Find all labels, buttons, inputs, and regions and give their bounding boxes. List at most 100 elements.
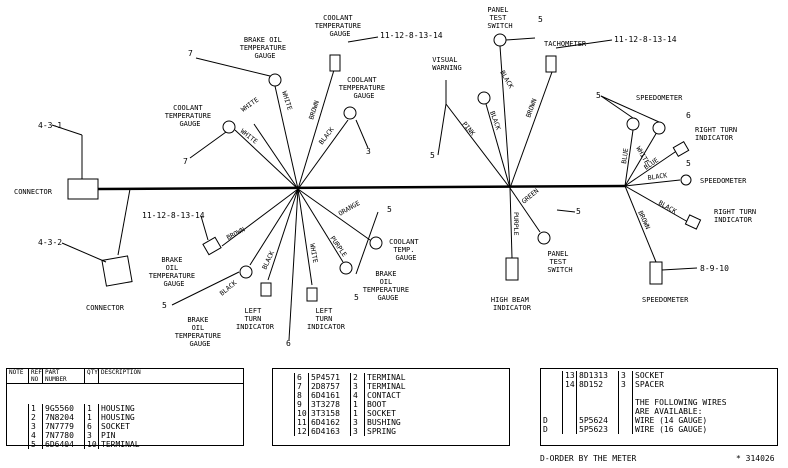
ref-5-speedo-right: 5: [686, 159, 691, 168]
wire-green-1: GREEN: [520, 187, 540, 206]
label-coolant-temp-left: COOLANT TEMPERATURE GAUGE: [165, 104, 216, 128]
ref-6-right-turn: 6: [686, 111, 691, 120]
label-brake-oil-temp-left: BRAKE OIL TEMPERATURE GAUGE: [149, 256, 200, 288]
parts-table-1: NOTE REF NO PART NUMBER QTY DESCRIPTION …: [6, 368, 244, 449]
high-beam-indicator: [505, 257, 519, 281]
label-visual-warning: VISUAL WARNING: [432, 56, 462, 72]
right-junction-branches: [600, 95, 702, 285]
connector-4-3-1: [67, 178, 99, 200]
ref-5-speedo-top: 5: [596, 91, 601, 100]
ref-5-brake-left: 5: [162, 301, 167, 310]
speedometer-top: [626, 117, 640, 131]
ref-8-9-10: 8-9-10: [700, 264, 729, 273]
wire-black-2: BLACK: [218, 279, 238, 298]
ref-5-panel-top: 5: [538, 15, 543, 24]
brake-oil-temp-gauge-right: [339, 261, 353, 275]
wire-black-1: BLACK: [317, 126, 335, 146]
table-row: THE FOLLOWING WIRES: [541, 398, 777, 407]
wire-black-5: BLACK: [498, 69, 515, 90]
label-left-turn-1: LEFT TURN INDICATOR: [236, 307, 275, 331]
connector-4-3-2: [101, 255, 133, 287]
wire-orange-1: ORANGE: [337, 199, 361, 218]
header-ref-no: REF NO: [31, 369, 43, 383]
wire-purple-2: PURPLE: [512, 212, 520, 236]
ref-11-14-b: 11-12-8-13-14: [142, 211, 205, 220]
table-row: [541, 389, 777, 398]
label-speedometer-bottom: SPEEDOMETER: [642, 296, 689, 304]
parts-table-header: NOTE REF NO PART NUMBER QTY DESCRIPTION: [7, 369, 243, 384]
brake-oil-temp-gauge-top: [268, 73, 282, 87]
label-coolant-temp-right: COOLANT TEMP. GAUGE: [389, 238, 423, 262]
brake-oil-temp-gauge-bottom: [239, 265, 253, 279]
right-turn-indicator-1: [672, 140, 690, 158]
visual-warning-indicator: [477, 91, 491, 105]
ref-11-14-a: 11-12-8-13-14: [380, 31, 443, 40]
wire-black-3: BLACK: [261, 250, 277, 271]
label-panel-test-switch-top: PANEL TEST SWITCH: [487, 6, 512, 30]
wire-brown-2: BROWN: [225, 225, 246, 241]
brake-oil-temp-sender-left: [202, 236, 222, 256]
wire-black-6: BLACK: [647, 171, 668, 182]
table-row: ARE AVAILABLE:: [541, 407, 777, 416]
connector-label-1: CONNECTOR: [14, 188, 53, 196]
speedometer-top-2: [652, 121, 666, 135]
ref-5-visual: 5: [430, 151, 435, 160]
connector-ref-2: 4-3-2: [38, 238, 62, 247]
header-part-number: PART NUMBER: [43, 369, 85, 383]
ref-7-left: 7: [183, 157, 188, 166]
label-speedometer-top: SPEEDOMETER: [636, 94, 683, 102]
label-left-turn-2: LEFT TURN INDICATOR: [307, 307, 346, 331]
label-right-turn-2: RIGHT TURN INDICATOR: [714, 208, 760, 224]
label-speedometer-right: SPEEDOMETER: [700, 177, 747, 185]
drawing-number: * 314026: [736, 454, 775, 463]
label-coolant-temp-mid: COOLANT TEMPERATURE GAUGE: [339, 76, 390, 100]
main-harness-trunk: [97, 184, 626, 191]
label-brake-oil-temp-top: BRAKE OIL TEMPERATURE GAUGE: [240, 36, 291, 60]
ref-7-top: 7: [188, 49, 193, 58]
ref-5-brake-right: 5: [354, 293, 359, 302]
label-brake-oil-temp-right: BRAKE OIL TEMPERATURE GAUGE: [363, 270, 414, 302]
ref-3-mid: 3: [366, 147, 371, 156]
coolant-temp-gauge-left: [222, 120, 236, 134]
ref-5-panel-bottom: 5: [576, 207, 581, 216]
panel-test-switch-top: [493, 33, 507, 47]
order-note: D-ORDER BY THE METER: [540, 454, 637, 463]
ref-11-14-c: 11-12-8-13-14: [614, 35, 677, 44]
coolant-temp-gauge-mid: [343, 106, 357, 120]
panel-test-switch-bottom: [537, 231, 551, 245]
speedometer-right: [680, 174, 692, 186]
coolant-temp-gauge-top-sender: [329, 54, 341, 72]
label-panel-test-switch-bottom: PANEL TEST SWITCH: [547, 250, 572, 274]
left-turn-indicator-2: [306, 287, 318, 302]
left-turn-indicator-1: [260, 282, 272, 297]
speedometer-bottom-sender: [649, 261, 663, 285]
label-tachometer: TACHOMETER: [544, 40, 587, 48]
wire-blue-1: BLUE: [620, 148, 630, 165]
ref-6-left-turn: 6: [286, 339, 291, 348]
connector-ref-1: 4-3-1: [38, 121, 62, 130]
label-high-beam: HIGH BEAM INDICATOR: [491, 296, 533, 312]
header-description: DESCRIPTION: [101, 369, 141, 376]
tachometer-sender: [545, 55, 557, 73]
label-right-turn-1: RIGHT TURN INDICATOR: [695, 126, 741, 142]
left-junction-branches: [171, 36, 383, 341]
wire-white-2: WHITE: [280, 90, 294, 111]
table-spacer: [7, 384, 243, 404]
coolant-temp-gauge-right: [369, 236, 383, 250]
connector-label-2: CONNECTOR: [86, 304, 125, 312]
